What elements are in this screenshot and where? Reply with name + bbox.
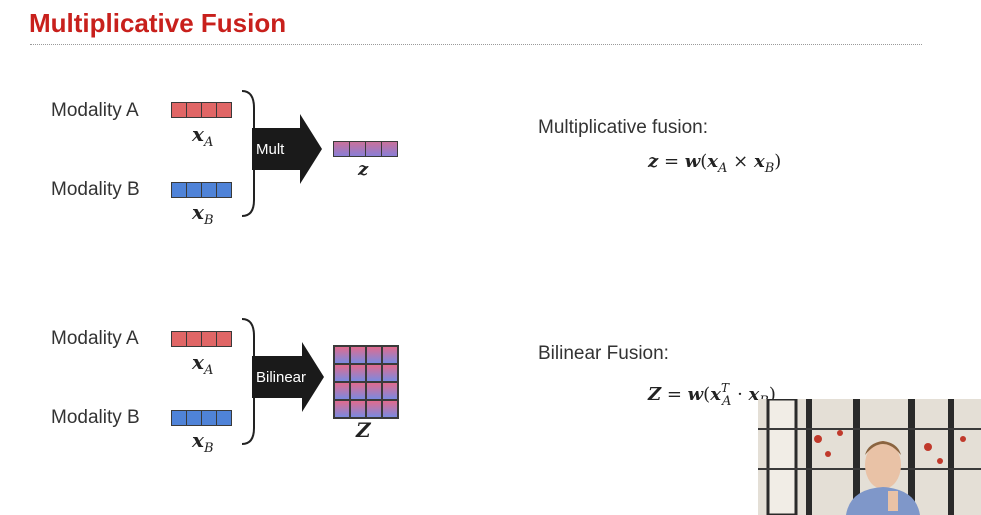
bilinear-caption: Bilinear Fusion: (538, 343, 669, 364)
x-b-symbol: xB (192, 200, 214, 228)
bilinear-op-label: Bilinear (256, 369, 307, 386)
modality-b-label-2: Modality B (51, 407, 140, 428)
modality-a-label: Modality A (51, 100, 139, 121)
x-a-symbol: xA (192, 122, 214, 150)
presenter-video-overlay (758, 399, 981, 515)
x-a-symbol-2: xA (192, 350, 214, 378)
bilinear-arrow-icon (252, 342, 324, 412)
vector-x-a-2 (171, 331, 232, 347)
multiplicative-caption: Multiplicative fusion: (538, 117, 709, 138)
vector-z (333, 141, 398, 157)
title-divider (30, 44, 922, 45)
vector-x-a (171, 102, 232, 118)
modality-a-label-2: Modality A (51, 328, 139, 349)
z-output-symbol: z (358, 159, 369, 180)
vector-x-b (171, 182, 232, 198)
presenter-webcam-icon (758, 399, 981, 515)
bilinear-equation: Z = w(xTA · xB) (648, 381, 776, 409)
modality-b-label: Modality B (51, 179, 140, 200)
multiplicative-equation: z = w(xA × xB) (648, 151, 782, 176)
x-b-symbol-2: xB (192, 428, 214, 456)
mult-arrow-icon (252, 114, 322, 184)
z-matrix-symbol: Z (356, 418, 371, 442)
bilinear-matrix-z (333, 345, 399, 419)
vector-x-b-2 (171, 410, 232, 426)
mult-op-label: Mult (256, 141, 285, 158)
slide-title: Multiplicative Fusion (29, 8, 287, 38)
